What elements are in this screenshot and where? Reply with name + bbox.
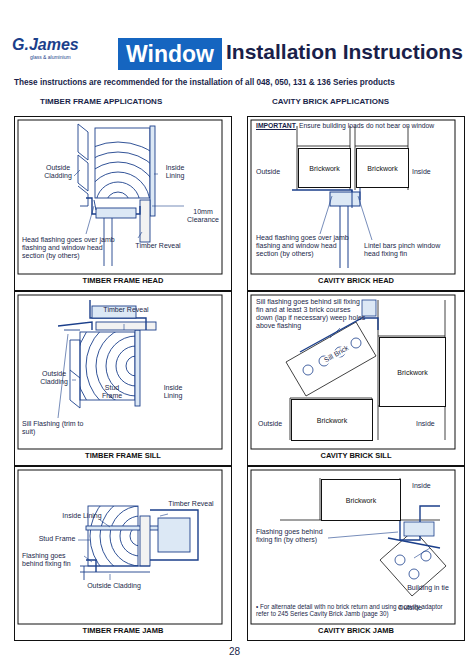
callout-label: Timber Reveal xyxy=(166,500,216,508)
panel-caption: CAVITY BRICK HEAD xyxy=(248,276,464,285)
brick-label: Brickwork xyxy=(317,417,347,424)
subtitle: These instructions are recommended for t… xyxy=(14,78,395,87)
callout-label: Flashing goes behind fixing fin xyxy=(22,552,86,568)
panel-caption: CAVITY BRICK SILL xyxy=(248,451,464,460)
callout-label: IMPORTANT xyxy=(256,122,296,130)
title-word: Window xyxy=(126,41,214,68)
callout-label: Timber Reveal xyxy=(96,306,156,314)
brick-label: Brickwork xyxy=(367,165,397,172)
brick-label: Brickwork xyxy=(397,369,427,376)
callout-label: Flashing goes behind fixing fin (by othe… xyxy=(256,528,328,544)
panel-caption: CAVITY BRICK JAMB xyxy=(248,626,464,635)
callout-label: Stud Frame xyxy=(36,535,78,543)
callout-label: Outside Cladding xyxy=(34,370,74,386)
panel-caption: TIMBER FRAME SILL xyxy=(15,451,231,460)
callout-label: Inside xyxy=(416,420,435,428)
callout-label: Lintel bars pinch window head fixing fin xyxy=(364,242,444,258)
page-title: Installation Instructions xyxy=(226,40,463,64)
brand-logo: G.James xyxy=(12,36,79,54)
callout-label: 10mm Clearance xyxy=(186,208,220,224)
callout-label: Outside Cladding xyxy=(40,164,76,180)
callout-label: Stud Frame xyxy=(94,384,130,400)
column-heading: CAVITY BRICK APPLICATIONS xyxy=(272,97,389,106)
callout-label: glass & aluminium xyxy=(30,55,71,61)
callout-label: Inside Lining xyxy=(160,164,190,180)
callout-label: Ensure building loads do not bear on win… xyxy=(299,122,434,130)
column-heading: TIMBER FRAME APPLICATIONS xyxy=(40,97,162,106)
callout-label: Outside xyxy=(258,420,282,428)
callout-label: Inside xyxy=(412,482,431,490)
brickwork-block: Brickwork xyxy=(356,148,409,188)
callout-label: Timber Reveal xyxy=(128,242,188,250)
callout-label: Outside Cladding xyxy=(84,582,144,590)
panel-caption: TIMBER FRAME JAMB xyxy=(15,626,231,635)
detail-panel: CAVITY BRICK HEAD Brickwork Brickwork xyxy=(247,116,465,291)
callout-label: Outside xyxy=(256,168,280,176)
brickwork-block: Brickwork xyxy=(321,479,401,521)
detail-panel: TIMBER FRAME HEAD xyxy=(14,116,232,291)
callout-label: Sill flashing goes behind sill fixing fi… xyxy=(256,298,368,330)
callout-label: Inside Lining xyxy=(56,512,108,520)
brickwork-block: Brickwork xyxy=(291,399,373,441)
page-number: 28 xyxy=(229,646,240,658)
brick-label: Brickwork xyxy=(309,165,339,172)
callout-label: Building in tie xyxy=(406,584,450,592)
callout-label: • For alternate detail with no brick ret… xyxy=(256,603,452,617)
panel-caption: TIMBER FRAME HEAD xyxy=(15,276,231,285)
callout-label: Head flashing goes over jamb flashing an… xyxy=(22,236,118,260)
callout-label: Sill Flashing (trim to suit) xyxy=(22,420,86,436)
brickwork-block: Brickwork xyxy=(298,148,351,188)
callout-label: Head flashing goes over jamb flashing an… xyxy=(256,234,352,258)
title-box: Window xyxy=(118,38,222,70)
callout-label: Inside xyxy=(412,168,431,176)
callout-label: Inside Lining xyxy=(156,384,190,400)
brickwork-block: Brickwork xyxy=(379,337,446,407)
brick-label: Brickwork xyxy=(346,497,376,504)
